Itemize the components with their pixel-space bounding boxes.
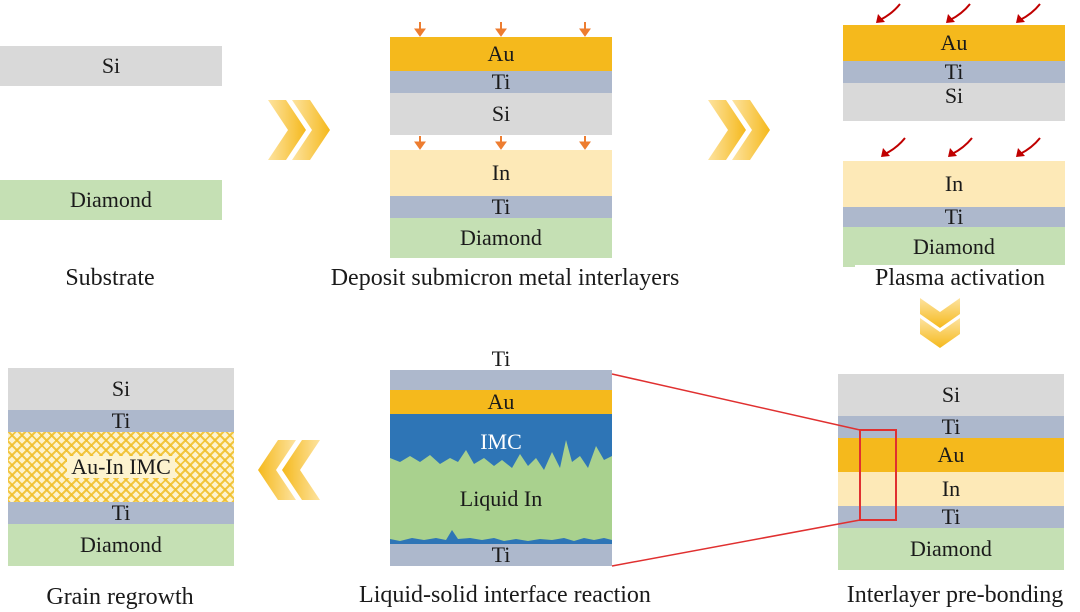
reaction-ti-top-layer: [390, 370, 612, 390]
ti-label: Ti: [491, 69, 511, 94]
deposit-ti-top-layer: Ti: [390, 71, 612, 93]
caption-substrate: Substrate: [65, 265, 155, 291]
plasma-ti-top-layer: Ti: [843, 61, 1065, 83]
ti-label: Ti: [941, 504, 961, 529]
caption-deposit: Deposit submicron metal interlayers: [330, 265, 680, 291]
diamond-label: Diamond: [70, 187, 152, 212]
substrate-si-layer: Si: [0, 46, 222, 86]
caption-plasma: Plasma activation: [855, 265, 1065, 292]
diamond-label: Diamond: [460, 225, 542, 250]
deposition-arrow-icon: [414, 22, 591, 37]
caption-prebond: Interlayer pre-bonding: [846, 582, 1064, 608]
prebond-si-layer: Si: [838, 374, 1064, 416]
regrowth-au-in-imc-layer: Au-In IMC: [8, 432, 234, 502]
prebond-diamond-layer: Diamond: [838, 528, 1064, 570]
regrowth-ti-top-layer: Ti: [8, 410, 234, 432]
substrate-diamond-layer: Diamond: [0, 180, 222, 220]
si-label: Si: [944, 83, 964, 108]
ti-label: Ti: [111, 408, 131, 433]
caption-regrowth: Grain regrowth: [46, 584, 194, 610]
plasma-diamond-layer: Diamond: [843, 227, 1065, 267]
plasma-ti-bottom-layer: Ti: [843, 204, 1065, 229]
plasma-in-layer: In: [843, 161, 1065, 207]
plasma-au-layer: Au: [843, 25, 1065, 61]
deposit-ti-bottom-layer: Ti: [390, 196, 612, 218]
in-label: In: [491, 160, 511, 185]
regrowth-ti-bottom-layer: Ti: [8, 502, 234, 524]
diamond-label: Diamond: [80, 532, 162, 557]
prebond-ti-top-layer: Ti: [838, 416, 1064, 438]
chevron-right-icon: [268, 100, 330, 160]
imc-label: IMC: [480, 429, 522, 454]
prebond-in-layer: In: [838, 472, 1064, 506]
deposit-si-layer: Si: [390, 93, 612, 135]
deposit-in-layer: In: [390, 150, 612, 196]
prebond-au-layer: Au: [838, 438, 1064, 472]
deposit-au-layer: Au: [390, 37, 612, 71]
au-label: Au: [487, 41, 515, 66]
si-label: Si: [491, 101, 511, 126]
in-label: In: [941, 476, 961, 501]
reaction-ti-bottom-layer: Ti: [390, 544, 612, 566]
reaction-ti-top-label: Ti: [491, 346, 511, 371]
caption-reaction: Liquid-solid interface reaction: [359, 582, 651, 608]
chevron-left-icon: [258, 440, 320, 500]
deposit-diamond-layer: Diamond: [390, 218, 612, 258]
au-in-imc-label: Au-In IMC: [67, 456, 175, 478]
ti-label: Ti: [111, 500, 131, 525]
ti-label: Ti: [944, 204, 964, 229]
regrowth-si-layer: Si: [8, 368, 234, 410]
diamond-label: Diamond: [910, 536, 992, 561]
reaction-au-layer: Au: [390, 390, 612, 414]
au-label: Au: [937, 442, 965, 467]
zoom-indicator: [611, 373, 897, 567]
si-label: Si: [101, 53, 121, 78]
chevron-down-icon: [920, 298, 960, 348]
au-label: Au: [487, 389, 515, 414]
ti-label: Ti: [944, 59, 964, 84]
liquid-in-region: [390, 440, 612, 541]
au-label: Au: [940, 30, 968, 55]
regrowth-diamond-layer: Diamond: [8, 524, 234, 566]
liquid-in-label: Liquid In: [459, 486, 543, 511]
diamond-label: Diamond: [913, 234, 995, 259]
chevron-right-icon: [708, 100, 770, 160]
si-label: Si: [111, 376, 131, 401]
deposition-arrow-icon: [414, 136, 591, 150]
plasma-arrow-icon: [876, 3, 1041, 157]
prebond-ti-bottom-layer: Ti: [838, 506, 1064, 528]
si-label: Si: [941, 382, 961, 407]
ti-label: Ti: [941, 414, 961, 439]
ti-label: Ti: [491, 542, 511, 567]
plasma-si-layer: Si: [843, 83, 1065, 121]
ti-label: Ti: [491, 194, 511, 219]
in-label: In: [944, 171, 964, 196]
